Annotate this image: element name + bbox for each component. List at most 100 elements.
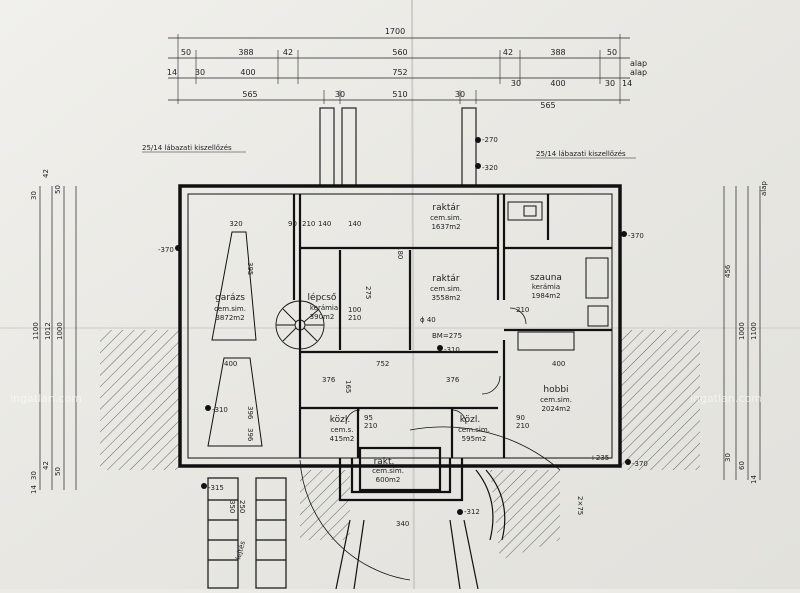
svg-text:közl.: közl. bbox=[330, 415, 350, 425]
room-kozl-left: közl. cem.s. 415m2 bbox=[330, 415, 355, 443]
svg-text:3872m2: 3872m2 bbox=[215, 314, 244, 322]
svg-text:50: 50 bbox=[607, 48, 617, 57]
svg-text:395: 395 bbox=[246, 262, 254, 275]
svg-text:210: 210 bbox=[348, 314, 361, 322]
svg-text:560: 560 bbox=[392, 48, 407, 57]
svg-text:cem.sim.: cem.sim. bbox=[458, 426, 490, 434]
svg-text:alap: alap bbox=[630, 59, 647, 68]
svg-text:1637m2: 1637m2 bbox=[431, 223, 460, 231]
svg-text:50: 50 bbox=[54, 185, 62, 194]
svg-text:30: 30 bbox=[455, 90, 465, 99]
svg-text:388: 388 bbox=[238, 48, 253, 57]
svg-text:lépcső: lépcső bbox=[308, 292, 337, 303]
svg-text:rakt.: rakt. bbox=[374, 457, 395, 467]
svg-text:30: 30 bbox=[30, 471, 38, 480]
svg-text:90: 90 bbox=[288, 220, 297, 228]
svg-text:415m2: 415m2 bbox=[330, 435, 355, 443]
dim-row3: 565 30 510 30 565 bbox=[242, 90, 555, 110]
room-kozl-right: közl. cem.sim. 595m2 bbox=[458, 415, 490, 443]
svg-text:400: 400 bbox=[224, 360, 237, 368]
svg-text:752: 752 bbox=[376, 360, 389, 368]
svg-text:14: 14 bbox=[622, 79, 632, 88]
svg-text:400: 400 bbox=[552, 360, 565, 368]
svg-text:cem.sim.: cem.sim. bbox=[430, 285, 462, 293]
svg-text:szauna: szauna bbox=[530, 273, 562, 283]
entrance-steps bbox=[335, 469, 506, 590]
svg-text:30: 30 bbox=[605, 79, 615, 88]
svg-text:565: 565 bbox=[242, 90, 257, 99]
svg-text:30: 30 bbox=[30, 191, 38, 200]
svg-text:BM=275: BM=275 bbox=[432, 332, 462, 340]
svg-text:14: 14 bbox=[167, 68, 177, 77]
svg-text:388: 388 bbox=[550, 48, 565, 57]
svg-text:396: 396 bbox=[246, 428, 254, 442]
plinth-note-right: 25/14 lábazati kiszellőzés bbox=[536, 149, 626, 158]
svg-text:cem.sim.: cem.sim. bbox=[430, 214, 462, 222]
svg-text:210: 210 bbox=[302, 220, 315, 228]
door-swings bbox=[299, 307, 561, 581]
svg-text:60: 60 bbox=[738, 461, 746, 470]
dim-overall: 1700 bbox=[385, 27, 405, 36]
interior-walls bbox=[292, 194, 612, 502]
svg-text:30: 30 bbox=[195, 68, 205, 77]
svg-text:1100: 1100 bbox=[32, 322, 40, 340]
svg-text:garázs: garázs bbox=[215, 293, 245, 303]
svg-text:376: 376 bbox=[446, 376, 460, 384]
svg-text:+235: +235 bbox=[590, 454, 609, 462]
svg-text:376: 376 bbox=[322, 376, 336, 384]
svg-text:180: 180 bbox=[396, 246, 404, 259]
svg-text:1100: 1100 bbox=[750, 322, 758, 340]
svg-text:210: 210 bbox=[364, 422, 377, 430]
svg-text:210: 210 bbox=[516, 422, 529, 430]
svg-text:30: 30 bbox=[724, 453, 732, 462]
svg-text:3558m2: 3558m2 bbox=[431, 294, 460, 302]
svg-text:cem.sim.: cem.sim. bbox=[540, 396, 572, 404]
svg-text:275: 275 bbox=[364, 286, 372, 299]
svg-text:90: 90 bbox=[516, 414, 525, 422]
sauna-fixtures bbox=[507, 201, 609, 351]
right-dimension-chain bbox=[723, 186, 761, 480]
left-dimension-chain bbox=[39, 186, 77, 490]
spiral-stair bbox=[275, 300, 325, 350]
top-dimension-chains bbox=[168, 34, 630, 104]
watermark-left: ingatlan.com bbox=[10, 392, 82, 405]
svg-text:210: 210 bbox=[516, 306, 529, 314]
svg-text:42: 42 bbox=[42, 169, 50, 178]
outer-walls bbox=[178, 184, 622, 468]
svg-text:-310: -310 bbox=[212, 406, 228, 414]
svg-text:396: 396 bbox=[246, 406, 254, 420]
svg-text:1984m2: 1984m2 bbox=[531, 292, 560, 300]
svg-text:raktár: raktár bbox=[432, 203, 459, 213]
garage-ramps bbox=[207, 231, 263, 447]
room-szauna: szauna kerámia 1984m2 bbox=[530, 273, 562, 300]
svg-text:raktár: raktár bbox=[432, 274, 459, 284]
room-raktar-middle: raktár cem.sim. 3558m2 bbox=[430, 274, 462, 302]
svg-text:95: 95 bbox=[364, 414, 373, 422]
svg-text:42: 42 bbox=[503, 48, 513, 57]
left-dimension-labels: 30 42 50 1100 1012 1000 30 42 50 14 bbox=[30, 169, 64, 494]
svg-text:-312: -312 bbox=[464, 508, 480, 516]
svg-text:165: 165 bbox=[344, 380, 352, 393]
svg-text:42: 42 bbox=[42, 461, 50, 470]
svg-text:340: 340 bbox=[396, 520, 409, 528]
svg-text:14: 14 bbox=[750, 475, 758, 484]
svg-text:kerámia: kerámia bbox=[310, 304, 338, 312]
svg-text:cem.sim.: cem.sim. bbox=[372, 467, 404, 475]
room-raktar-top: raktár cem.sim. 1637m2 bbox=[430, 203, 462, 231]
svg-text:-310: -310 bbox=[444, 346, 460, 354]
svg-text:510: 510 bbox=[392, 90, 407, 99]
right-dimension-labels: 456 1000 1100 30 60 14 alap bbox=[724, 180, 768, 484]
room-garazs: garázs cem.sim. 3872m2 bbox=[214, 293, 246, 322]
driveway bbox=[207, 477, 287, 589]
svg-text:-370: -370 bbox=[158, 246, 174, 254]
svg-text:kerámia: kerámia bbox=[532, 283, 560, 291]
svg-text:400: 400 bbox=[240, 68, 255, 77]
svg-text:14: 14 bbox=[30, 485, 38, 494]
svg-text:ϕ 40: ϕ 40 bbox=[420, 316, 436, 324]
svg-text:140: 140 bbox=[348, 220, 361, 228]
svg-text:-315: -315 bbox=[208, 484, 224, 492]
svg-text:1000: 1000 bbox=[56, 322, 64, 340]
svg-text:-270: -270 bbox=[482, 136, 498, 144]
dim-row2: 14 30 400 752 30 400 30 14 alap bbox=[167, 68, 647, 88]
